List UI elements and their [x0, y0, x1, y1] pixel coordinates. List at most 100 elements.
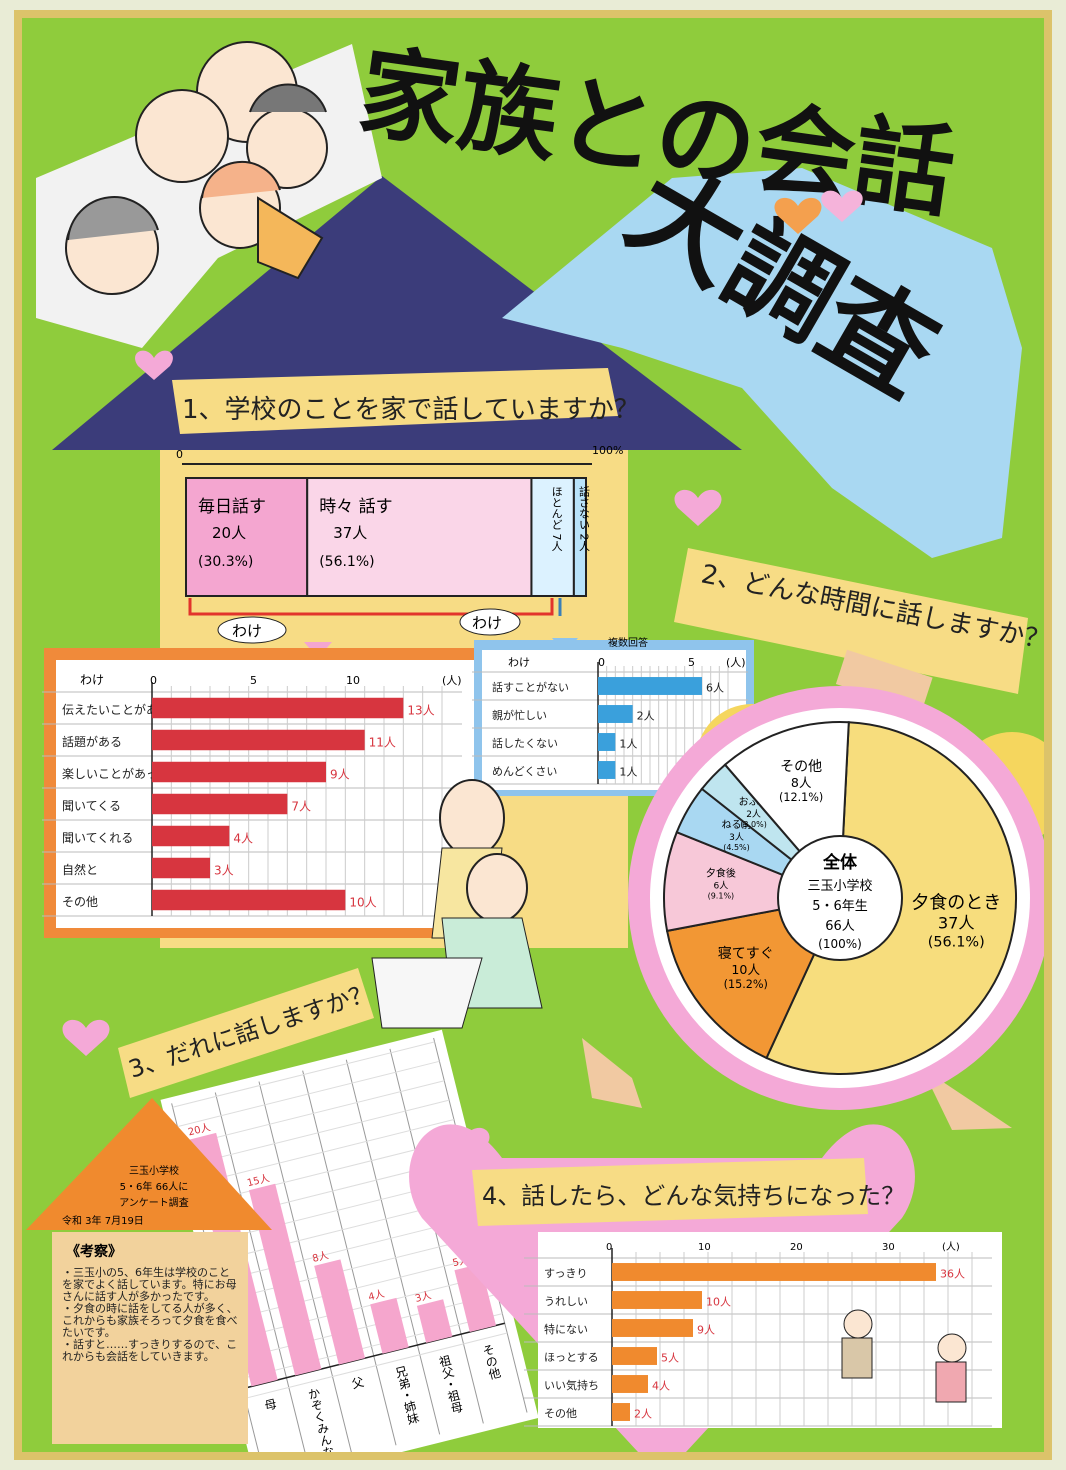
pie-slice-percent: (15.2%) — [724, 978, 768, 991]
q4-tick-3: 30 — [882, 1242, 895, 1253]
conclusion-title: 《考察》 — [66, 1243, 122, 1260]
bar — [598, 733, 616, 751]
bar — [598, 677, 702, 695]
blue-tick-0: 0 — [598, 656, 605, 669]
q1-segment-label: ほとんど 7人 — [550, 486, 563, 552]
pie-slice-percent: (56.1%) — [928, 934, 985, 950]
survey-info: 三玉小学校 5・6年 66人に アンケート調査 令和 3年 7月19日 — [26, 1098, 272, 1230]
q3-bar-label: 母 — [262, 1397, 279, 1413]
bar-value-label: 2人 — [634, 1408, 652, 1421]
q1-heading: 1、学校のことを家で話していますか？ — [135, 350, 640, 434]
pie-slice-label: 寝てすぐ — [718, 945, 774, 962]
bar — [152, 825, 230, 847]
q4-heading: 4、話したら、どんな気持ちになった？ — [442, 1127, 905, 1226]
blue-chart-header: わけ — [508, 656, 530, 669]
pie-center-count: 66人 — [825, 919, 855, 934]
q3-bar-label: 父 — [349, 1375, 365, 1390]
pie-slice-percent: (3.0%) — [740, 820, 767, 829]
q1-axis-end: 100% — [592, 444, 623, 457]
red-chart-header: わけ — [80, 673, 104, 687]
q3-bar-value: 8人 — [311, 1249, 330, 1265]
pie-center-school: 三玉小学校 — [807, 878, 872, 894]
pie-slice-count: 6人 — [714, 880, 729, 891]
q1-reason-tag-right: わけ — [472, 614, 502, 632]
pie-center-label: 全体 — [822, 852, 858, 873]
conclusion-note: 《考察》 ・三玉小の5、6年生は学校のことを家でよく話しています。特にお母さんに… — [52, 1232, 248, 1444]
bar — [612, 1263, 936, 1281]
bar — [612, 1347, 657, 1365]
q4-tick-2: 20 — [790, 1242, 803, 1253]
pie-slice-percent: (9.1%) — [708, 891, 735, 900]
q1-axis-start: 0 — [176, 448, 183, 461]
kids-illustration — [371, 779, 543, 1029]
bar — [612, 1375, 648, 1393]
q1-segment-label: 話さない 2人 — [577, 485, 590, 552]
title-banner — [502, 168, 1022, 558]
q1-heading-text: 1、学校のことを家で話していますか？ — [182, 395, 640, 425]
q3-bar-value: 15人 — [246, 1172, 271, 1189]
survey-type: アンケート調査 — [119, 1196, 189, 1209]
bar — [152, 793, 288, 815]
bar-label: 伝えたいことがある — [62, 702, 170, 717]
heart-icon — [821, 190, 863, 222]
bar — [152, 729, 365, 751]
q1-segment — [185, 477, 309, 597]
bar-value-label: 6人 — [706, 682, 724, 695]
q3-bar-value: 4人 — [367, 1288, 386, 1304]
q1-segment — [572, 477, 587, 597]
alarm-clock: 夕食のとき37人(56.1%)寝てすぐ10人(15.2%)夕食後6人(9.1%)… — [582, 649, 1044, 1130]
q1-segment-count: 37人 — [333, 524, 367, 542]
q3-bar — [416, 1299, 453, 1343]
red-unit: (人) — [442, 674, 462, 687]
bar-label: いい気持ち — [544, 1378, 599, 1392]
bar-label: 話したくない — [492, 736, 558, 750]
pie-slice-count: 8人 — [791, 775, 812, 790]
bar-label: 自然と — [62, 862, 98, 877]
bar — [612, 1403, 630, 1421]
pie-slice-label: 夕食のとき — [911, 892, 1001, 913]
bar-value-label: 1人 — [619, 766, 637, 779]
q1-segment — [306, 477, 533, 597]
kids-talking-illustration — [841, 1309, 967, 1403]
bar — [598, 761, 616, 779]
q3-bar — [454, 1263, 497, 1332]
pie-slice-count: 10人 — [731, 962, 760, 977]
red-tick-1: 5 — [250, 674, 257, 687]
bar-label: 聞いてくる — [62, 799, 121, 813]
bar — [598, 705, 633, 723]
bar-value-label: 3人 — [214, 863, 234, 877]
q1-segment-count: 20人 — [212, 524, 246, 542]
blue-tick-1: 5 — [688, 656, 695, 669]
family-illustration — [36, 41, 382, 348]
conclusion-text: ・三玉小の5、6年生は学校のことを家でよく話しています。特にお母さんに話す人が多… — [62, 1265, 238, 1363]
q3-bar — [248, 1183, 322, 1376]
q4-tick-0: 0 — [606, 1242, 612, 1253]
survey-date: 令和 3年 7月19日 — [62, 1214, 144, 1227]
bar-value-label: 13人 — [407, 703, 434, 717]
bar-value-label: 10人 — [349, 895, 376, 909]
pie-slice-percent: (4.5%) — [723, 843, 750, 852]
bar-value-label: 4人 — [233, 831, 253, 845]
pie-slice-count: 37人 — [938, 913, 975, 932]
pie-center-grade: 5・6年生 — [812, 899, 868, 914]
bar-value-label: 11人 — [369, 735, 396, 749]
bar — [152, 889, 346, 911]
bar-value-label: 5人 — [661, 1352, 679, 1365]
pie-slice-label: その他 — [780, 759, 822, 775]
q3-bar — [370, 1297, 409, 1354]
pie-slice-percent: (12.1%) — [779, 791, 823, 804]
q1-segment-label: 時々 話す — [319, 497, 392, 517]
bar-value-label: 9人 — [697, 1324, 715, 1337]
bar — [152, 857, 210, 879]
q3-bar — [314, 1259, 366, 1365]
bar-label: すっきり — [544, 1267, 588, 1280]
bar-label: 特にない — [544, 1322, 588, 1336]
survey-school: 三玉小学校 — [129, 1164, 179, 1177]
bar — [152, 761, 326, 783]
bar-label: 話すことがない — [492, 680, 569, 694]
pie-center-percent: (100%) — [818, 937, 862, 951]
